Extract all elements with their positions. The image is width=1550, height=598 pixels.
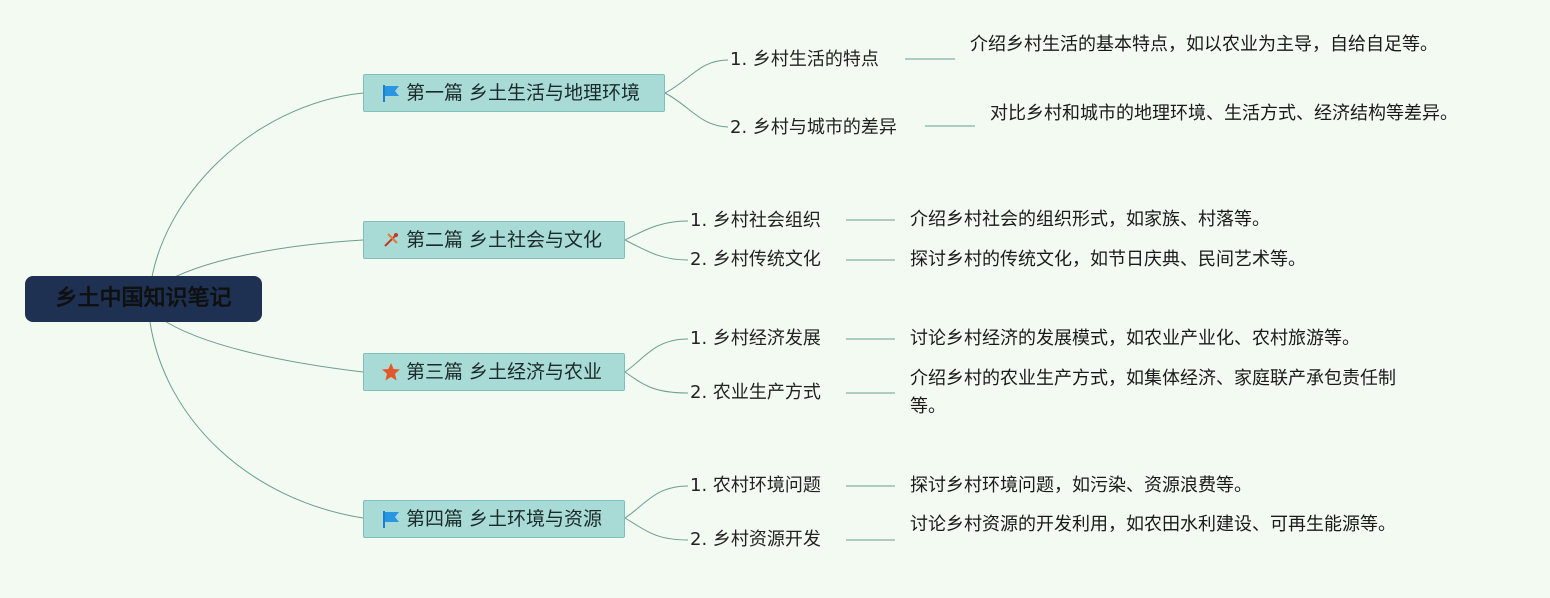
topic-2[interactable]: 第二篇 乡土社会与文化: [363, 221, 625, 259]
topic-2-title: 第二篇 乡土社会与文化: [406, 229, 603, 251]
description-1-2: 对比乡村和城市的地理环境、生活方式、经济结构等差异。: [990, 103, 1458, 124]
description-2-2: 探讨乡村的传统文化，如节日庆典、民间艺术等。: [910, 249, 1306, 270]
topic-1[interactable]: 第一篇 乡土生活与地理环境: [363, 74, 665, 112]
description-3-2: 介绍乡村的农业生产方式，如集体经济、家庭联产承包责任制等。: [910, 368, 1396, 417]
star-icon: [380, 361, 402, 383]
topic-3-title: 第三篇 乡土经济与农业: [406, 361, 603, 383]
description-3-1: 讨论乡村经济的发展模式，如农业产业化、农村旅游等。: [910, 328, 1360, 349]
subtopic-2-1[interactable]: 1. 乡村社会组织: [690, 210, 821, 231]
tools-icon: [380, 229, 402, 251]
subtopic-1-2[interactable]: 2. 乡村与城市的差异: [730, 117, 897, 138]
root-title: 乡土中国知识笔记: [55, 286, 232, 311]
subtopic-3-1[interactable]: 1. 乡村经济发展: [690, 328, 821, 349]
subtopic-3-2[interactable]: 2. 农业生产方式: [690, 382, 821, 403]
topic-1-title: 第一篇 乡土生活与地理环境: [406, 82, 641, 104]
flag-icon: [380, 82, 402, 104]
topic-4-title: 第四篇 乡土环境与资源: [406, 508, 603, 530]
root-topic[interactable]: 乡土中国知识笔记: [25, 276, 262, 322]
description-4-2: 讨论乡村资源的开发利用，如农田水利建设、可再生能源等。: [910, 514, 1396, 535]
subtopic-2-2[interactable]: 2. 乡村传统文化: [690, 249, 821, 270]
subtopic-4-1[interactable]: 1. 农村环境问题: [690, 475, 821, 496]
flag-icon: [380, 508, 402, 530]
subtopic-1-1[interactable]: 1. 乡村生活的特点: [730, 49, 879, 70]
topic-3[interactable]: 第三篇 乡土经济与农业: [363, 353, 625, 391]
description-2-1: 介绍乡村社会的组织形式，如家族、村落等。: [910, 209, 1270, 230]
subtopic-4-2[interactable]: 2. 乡村资源开发: [690, 529, 821, 550]
description-1-1: 介绍乡村生活的基本特点，如以农业为主导，自给自足等。: [970, 34, 1438, 55]
description-4-1: 探讨乡村环境问题，如污染、资源浪费等。: [910, 475, 1252, 496]
topic-4[interactable]: 第四篇 乡土环境与资源: [363, 500, 625, 538]
